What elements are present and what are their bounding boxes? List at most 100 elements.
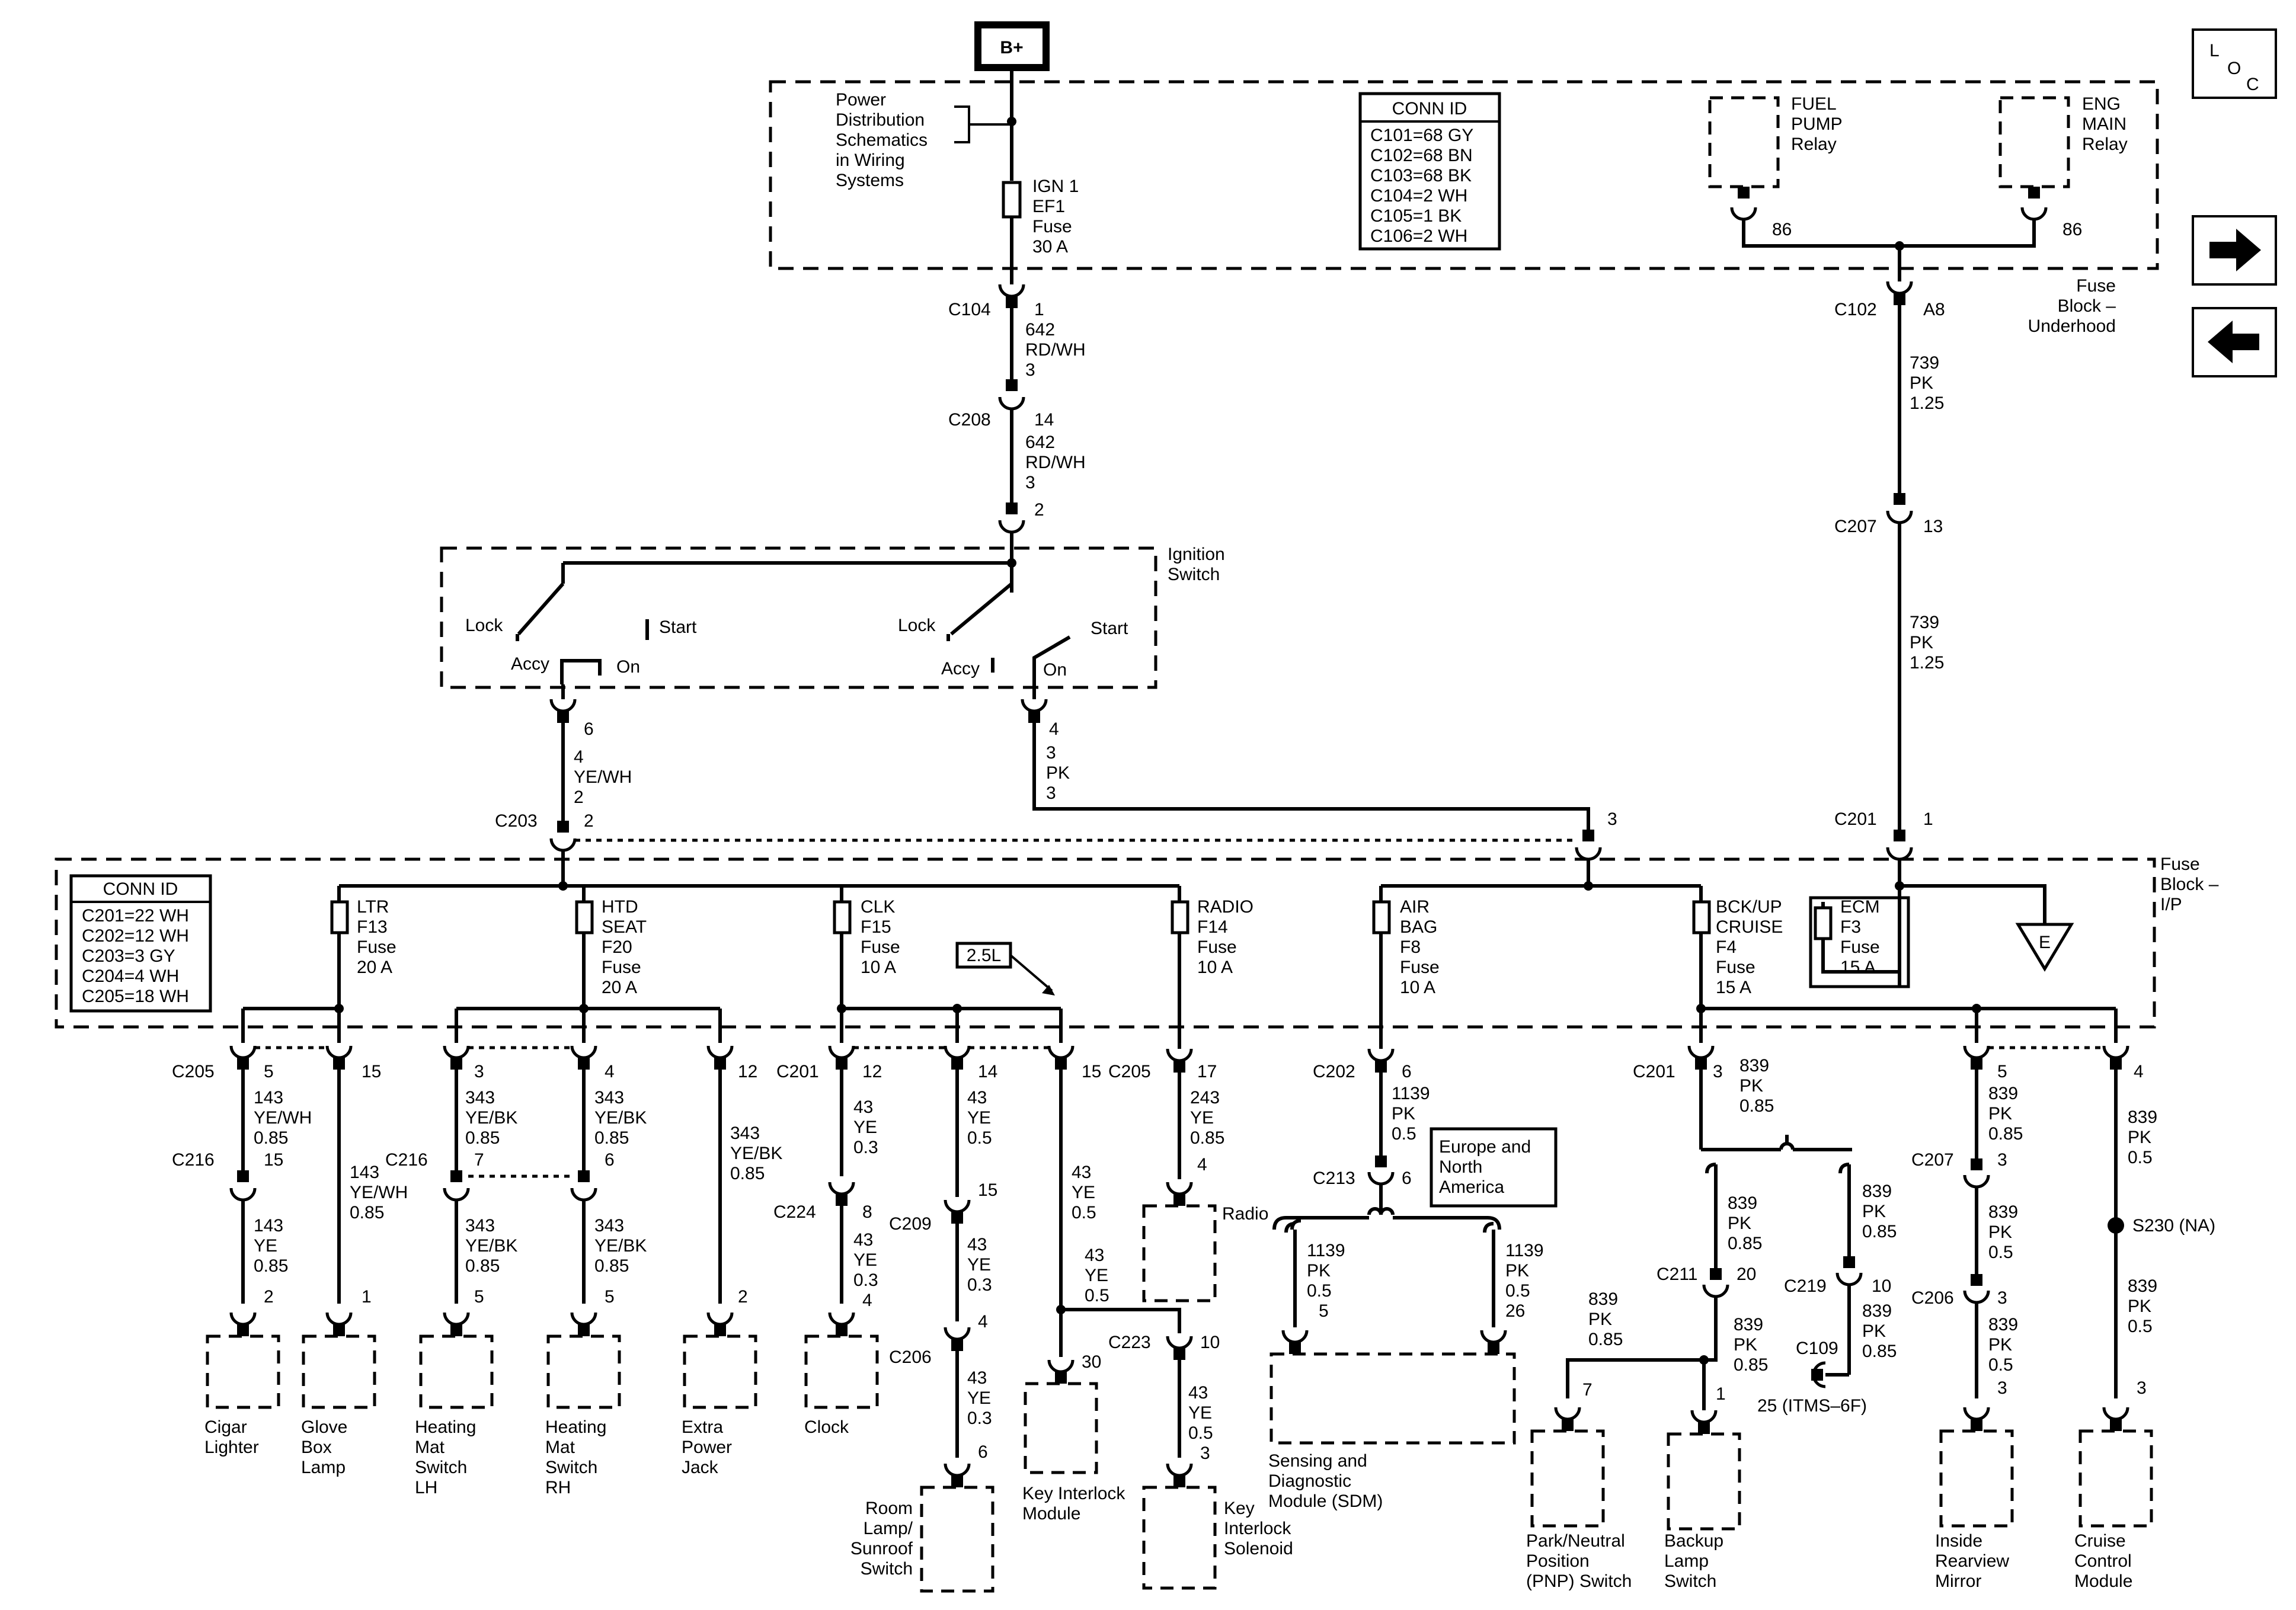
circuit-room-lamp: 14 43 YE 0.5 C209 15 43 YE 0.3 C206 4 43…	[850, 1062, 997, 1593]
svg-text:YE: YE	[254, 1236, 277, 1256]
svg-text:15: 15	[978, 1180, 997, 1200]
circuit-key-interlock-solenoid: C223 10 43 YE 0.5 3 Key Interlock Soleno…	[1108, 1333, 1293, 1590]
wire-739-upper: 739 PK 1.25	[1910, 353, 1944, 413]
svg-text:3: 3	[1997, 1288, 2007, 1308]
fuse-ef1	[1002, 181, 1022, 219]
svg-text:243: 243	[1190, 1088, 1220, 1108]
svg-text:in Wiring: in Wiring	[836, 151, 905, 170]
svg-text:4: 4	[605, 1062, 615, 1081]
svg-text:YE: YE	[853, 1118, 877, 1137]
svg-text:PK: PK	[1988, 1104, 2012, 1124]
sensing-diagnostic-module	[1269, 1352, 1516, 1445]
svg-text:YE/BK: YE/BK	[465, 1236, 517, 1256]
svg-text:15: 15	[264, 1150, 283, 1170]
svg-text:3: 3	[2137, 1378, 2147, 1398]
svg-text:7: 7	[474, 1150, 484, 1170]
svg-text:F8: F8	[1400, 937, 1421, 957]
svg-text:3: 3	[1046, 743, 1056, 763]
svg-text:PK: PK	[1588, 1310, 1612, 1329]
svg-text:Fuse: Fuse	[861, 937, 900, 957]
fuse-block-underhood	[769, 80, 2159, 270]
svg-text:642: 642	[1025, 320, 1055, 340]
svg-text:30: 30	[1082, 1352, 1101, 1372]
svg-text:PK: PK	[1862, 1202, 1886, 1221]
svg-text:C211: C211	[1657, 1265, 1698, 1284]
svg-text:1.25: 1.25	[1910, 393, 1944, 413]
svg-text:7: 7	[1582, 1380, 1593, 1400]
svg-text:6: 6	[1402, 1062, 1412, 1081]
svg-text:Lighter: Lighter	[204, 1438, 259, 1457]
svg-text:2: 2	[1034, 500, 1044, 520]
svg-text:F14: F14	[1197, 917, 1228, 937]
next-page-button[interactable]	[2192, 215, 2277, 286]
region-europe-north-america-box	[1430, 1127, 1558, 1208]
svg-text:343: 343	[465, 1216, 495, 1235]
svg-text:Box: Box	[301, 1438, 332, 1457]
svg-text:Solenoid: Solenoid	[1224, 1539, 1293, 1558]
svg-text:C201: C201	[1633, 1062, 1675, 1081]
svg-text:10 A: 10 A	[861, 958, 896, 977]
svg-text:839: 839	[1988, 1084, 2018, 1103]
svg-text:Room: Room	[865, 1499, 913, 1518]
svg-text:5: 5	[1997, 1062, 2007, 1081]
wire-pk-ign: 3 PK 3	[1046, 743, 1070, 803]
svg-text:C216: C216	[385, 1150, 428, 1170]
svg-text:Switch: Switch	[1168, 565, 1220, 584]
inside-rearview-mirror	[1939, 1429, 2014, 1528]
svg-text:Control: Control	[2074, 1551, 2132, 1571]
svg-text:YE/BK: YE/BK	[594, 1108, 647, 1128]
svg-text:839: 839	[1739, 1056, 1769, 1076]
svg-text:YE/BK: YE/BK	[594, 1236, 647, 1256]
wire-642-upper: 642 RD/WH 3	[1025, 320, 1086, 380]
svg-text:5: 5	[605, 1287, 615, 1307]
svg-text:0.5: 0.5	[1072, 1203, 1096, 1222]
svg-text:4: 4	[1049, 719, 1059, 739]
svg-text:5: 5	[1319, 1301, 1329, 1321]
svg-text:YE/BK: YE/BK	[730, 1144, 782, 1163]
svg-text:43: 43	[967, 1088, 987, 1108]
svg-text:8: 8	[862, 1202, 872, 1222]
loc-button[interactable]: L O C	[2192, 28, 2277, 99]
svg-text:3: 3	[1713, 1062, 1723, 1081]
svg-text:1: 1	[1716, 1384, 1726, 1404]
svg-text:0.85: 0.85	[1190, 1128, 1224, 1148]
svg-text:839: 839	[1734, 1315, 1763, 1334]
svg-text:C102: C102	[1834, 300, 1877, 319]
glove-box-lamp	[302, 1334, 376, 1409]
svg-text:839: 839	[1862, 1301, 1892, 1321]
svg-text:YE/WH: YE/WH	[254, 1108, 312, 1128]
svg-text:Cruise: Cruise	[2074, 1531, 2126, 1551]
power-distribution-note: Power Distribution Schematics in Wiring …	[836, 90, 928, 190]
svg-text:LTR: LTR	[357, 897, 389, 917]
svg-text:PK: PK	[1910, 633, 1933, 652]
svg-text:1.25: 1.25	[1910, 653, 1944, 673]
wire-642-lower: 642 RD/WH 3	[1025, 433, 1086, 492]
svg-text:Start: Start	[659, 617, 697, 637]
svg-text:Fuse: Fuse	[2160, 854, 2200, 874]
svg-text:2: 2	[584, 811, 594, 831]
svg-text:C216: C216	[172, 1150, 215, 1170]
svg-text:AIR: AIR	[1400, 897, 1430, 917]
prev-page-button[interactable]	[2192, 307, 2277, 377]
circuit-extra-power-jack: 12 343 YE/BK 0.85 2 Extra Power Jack	[682, 1062, 782, 1477]
svg-text:C205: C205	[172, 1062, 215, 1081]
svg-text:RADIO: RADIO	[1197, 897, 1253, 917]
svg-text:43: 43	[1085, 1246, 1104, 1265]
svg-text:14: 14	[978, 1062, 997, 1081]
svg-text:YE: YE	[967, 1108, 991, 1128]
svg-text:14: 14	[1034, 410, 1054, 430]
svg-text:3: 3	[1997, 1378, 2007, 1398]
fuse-bck-up-cruise: BCK/UP CRUISE F4 Fuse 15 A	[1692, 886, 1783, 1009]
eng-main-relay	[1998, 96, 2070, 188]
svg-text:F13: F13	[357, 917, 388, 937]
svg-text:Module: Module	[2074, 1571, 2132, 1591]
circuit-heating-mat-rh: 4 343 YE/BK 0.85 6 343 YE/BK 0.85 5 Heat…	[545, 1062, 647, 1497]
svg-text:PK: PK	[1862, 1321, 1886, 1341]
svg-text:1: 1	[1923, 809, 1933, 829]
svg-text:PK: PK	[1505, 1261, 1529, 1281]
key-interlock-solenoid	[1142, 1486, 1217, 1590]
svg-text:43: 43	[853, 1097, 873, 1117]
svg-text:C219: C219	[1784, 1276, 1827, 1296]
svg-text:0.85: 0.85	[350, 1203, 384, 1222]
svg-text:Fuse: Fuse	[2076, 276, 2116, 296]
